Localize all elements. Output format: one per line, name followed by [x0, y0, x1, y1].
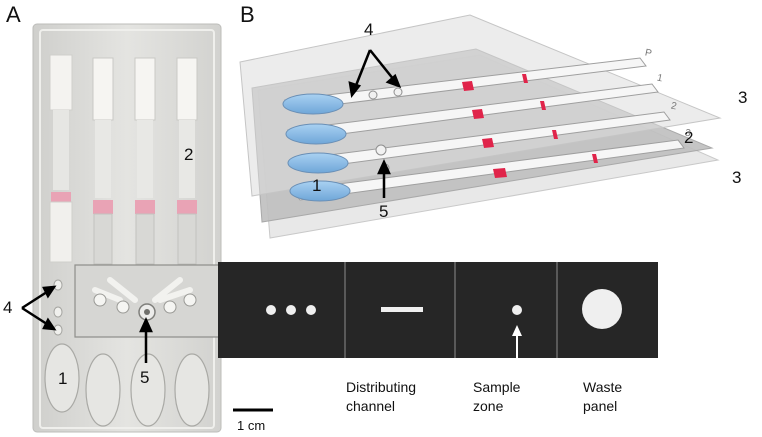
test-line-32 [592, 154, 598, 163]
scale-bar-label: 1 cm [237, 418, 266, 433]
label-valves-b: 4 [364, 20, 374, 39]
strip-3-membrane [137, 120, 153, 198]
film-channel-bar [381, 307, 423, 312]
panel-a-letter: A [6, 2, 21, 27]
panel-a-device [21, 23, 273, 433]
schematic-reservoir-3 [289, 180, 351, 202]
strip-2-pink-band [93, 200, 113, 214]
valve-c [163, 300, 177, 314]
caption-waste: Waste panel [583, 378, 622, 416]
strip-2-pad [92, 57, 114, 121]
strip-3-lower-pad [135, 213, 155, 265]
sample-arrow-head [512, 325, 522, 336]
schematic-reservoir-P [282, 93, 344, 115]
reservoir-2 [85, 353, 121, 427]
label-layer-top: 3 [738, 88, 748, 107]
test-line-31 [493, 168, 507, 178]
film-waste-disc [582, 289, 622, 329]
film-dot-3 [306, 305, 316, 315]
caption-waste-line1: Waste [583, 379, 623, 395]
test-line-12 [540, 101, 546, 110]
strip-1-pink-band [51, 192, 71, 202]
label-center-b: 5 [379, 202, 389, 221]
test-lines [462, 74, 598, 178]
caption-sample-line2: zone [473, 398, 504, 414]
strip-1-lower-pad [49, 201, 73, 263]
strip-2-lower-pad [93, 213, 113, 265]
test-line-p2 [522, 74, 528, 83]
arrow-5-head [139, 316, 153, 333]
schematic-channels [282, 57, 685, 202]
caption-waste-line2: panel [583, 398, 618, 414]
caption-sample-line1: Sample [473, 379, 521, 395]
strip-1-pad [49, 54, 73, 111]
caption-distributing-line2: channel [346, 398, 396, 414]
arrow-b4a-line [353, 49, 372, 89]
left-valve-2 [53, 306, 63, 318]
film-panels [218, 262, 658, 372]
film-dot-2 [286, 305, 296, 315]
label-strip: 2 [184, 145, 194, 164]
lateral-flow-strips [49, 54, 198, 265]
caption-distributing: Distributing channel [346, 378, 416, 416]
node-center [375, 144, 387, 156]
schematic-reservoir-2 [287, 152, 349, 174]
label-center-a: 5 [140, 368, 150, 387]
test-line-11 [472, 109, 484, 119]
film-sample-dot [512, 305, 522, 315]
arrow-b4b-line [369, 49, 395, 81]
panel-b-arrows [348, 49, 402, 198]
channel-assembly [53, 264, 221, 338]
label-valves-a: 4 [3, 298, 13, 317]
valve-b [116, 300, 130, 314]
film-dot-1 [266, 305, 276, 315]
strip-3-pad [134, 57, 156, 121]
panel-b-schematic [239, 14, 722, 239]
reservoir-1 [44, 343, 80, 413]
center-port-hole [144, 309, 150, 315]
arrow-b5-head [377, 158, 391, 175]
left-valve-1 [53, 279, 63, 291]
panel-a-arrows [21, 285, 153, 363]
caption-distributing-line1: Distributing [346, 379, 417, 395]
node-2 [393, 87, 403, 97]
label-layer-mid: 2 [684, 128, 694, 147]
channel-arms [92, 277, 193, 303]
schematic-reservoir-1 [285, 123, 347, 145]
valve-a [93, 293, 107, 307]
panel-b-letter: B [240, 2, 255, 27]
label-reservoir-b: 1 [312, 176, 322, 195]
node-1 [368, 90, 378, 100]
label-reservoir-a: 1 [58, 369, 68, 388]
test-line-p1 [462, 81, 474, 91]
strip-1-membrane [53, 110, 69, 190]
test-line-21 [482, 138, 494, 148]
label-layer-bottom: 3 [732, 168, 742, 187]
reservoir-4 [174, 353, 210, 427]
valve-d [183, 293, 197, 307]
arrow-b4a-head [348, 81, 362, 99]
card-inner-edge [39, 29, 215, 429]
arrow-4b-head [42, 317, 57, 331]
strip-4-pink-band [177, 200, 197, 214]
strip-2-membrane [95, 120, 111, 198]
strip-3-pink-band [135, 200, 155, 214]
arrow-b4b-head [385, 73, 402, 89]
reservoir-3 [130, 353, 166, 427]
strip-4-pad [176, 57, 198, 121]
arrow-4a-head [42, 285, 57, 299]
test-line-22 [552, 130, 558, 139]
reservoirs [44, 343, 210, 427]
strip-4-membrane [179, 120, 195, 198]
caption-sample: Sample zone [473, 378, 520, 416]
strip-4-lower-pad [177, 213, 197, 265]
